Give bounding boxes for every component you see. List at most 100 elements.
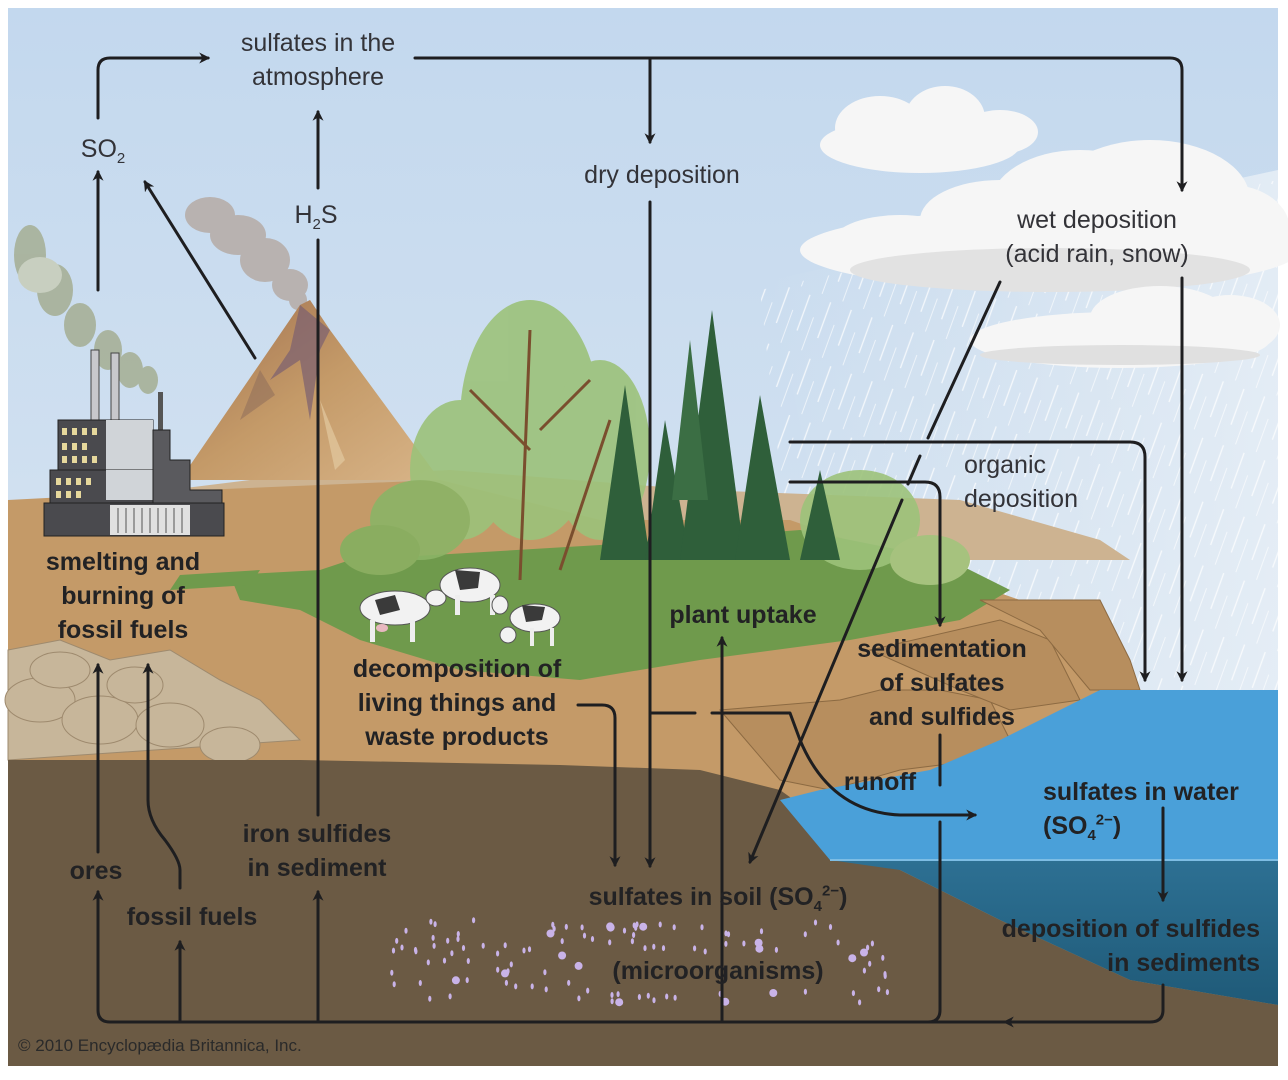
microorganism-speck [703, 948, 707, 955]
line-bottom-return [92, 889, 1012, 1024]
microorganism-speck [567, 979, 571, 986]
microorganism-speck [514, 983, 518, 990]
microorganism-speck [813, 919, 818, 926]
microorganism-speck [450, 950, 454, 957]
microorganism-speck [418, 980, 422, 986]
microorganism-speck [504, 979, 508, 986]
cows [359, 567, 561, 646]
microorganism-speck [496, 950, 500, 957]
label-h2s: H2S [294, 198, 337, 232]
soil-so4-superscript: 2− [821, 882, 840, 900]
microorganism-speck [580, 924, 584, 931]
microorganism-speck [754, 938, 763, 947]
microorganism-speck [456, 936, 460, 942]
microorganism-speck [413, 946, 418, 953]
label-iron-sulfides: iron sulfides in sediment [243, 817, 392, 885]
microorganism-speck [883, 973, 887, 979]
microorganism-speck [574, 961, 583, 970]
shrubs [340, 525, 970, 585]
microorganism-speck [429, 918, 433, 925]
microorganism-speck [700, 924, 704, 931]
microorganism-speck [774, 946, 779, 953]
rocks [4, 639, 302, 764]
label-dry-deposition: dry deposition [584, 161, 740, 189]
microorganism-speck [742, 940, 746, 947]
arrow-so2-to-atmosphere [96, 52, 211, 120]
microorganism-speck [755, 944, 764, 953]
so2-base: SO [80, 135, 117, 163]
label-wet-deposition-line2: (acid rain, snow) [1005, 240, 1189, 268]
label-decomposition-line3: waste products [365, 723, 549, 751]
microorganism-speck [461, 945, 466, 951]
cow-3 [499, 603, 561, 646]
microorganism-speck [622, 927, 627, 934]
arrow-decomposition-to-soil [576, 703, 621, 868]
microorganism-speck [522, 947, 526, 954]
label-sedimentation-line2: of sulfates [879, 669, 1005, 697]
cloud-lower [970, 286, 1280, 368]
label-sulfates-water-line1: sulfates in water [1043, 778, 1239, 806]
microorganism-speck [848, 954, 857, 963]
soil-so4-base: sulfates in soil (SO [588, 883, 814, 911]
cloud-top [820, 86, 1038, 173]
label-decomposition: decomposition of living things and waste… [353, 652, 561, 754]
cloud-large [800, 140, 1288, 292]
microorganism-speck [564, 923, 568, 930]
microorganism-speck [643, 945, 647, 952]
so4-base: (SO [1043, 812, 1088, 840]
label-iron-sulfides-line2: in sediment [247, 854, 387, 882]
microorganism-speck [451, 976, 460, 985]
label-organic-deposition: organic deposition [964, 448, 1078, 516]
microorganism-speck [870, 940, 875, 947]
label-so2: SO2 [81, 132, 125, 166]
microorganism-speck [582, 932, 587, 939]
h2s-s: S [320, 201, 338, 229]
h2s-subscript: 2 [312, 216, 321, 233]
deep-soil [8, 760, 1278, 1066]
soil-so4-end: ) [839, 883, 848, 911]
label-sulfates-water: sulfates in water (SO42−) [1043, 775, 1239, 843]
microorganism-speck [665, 993, 669, 1000]
microorganism-speck [639, 922, 648, 931]
microorganism-speck [456, 931, 460, 937]
label-smelting-line1: smelting and [45, 548, 201, 576]
label-sulfates-soil: sulfates in soil (SO42−) [589, 880, 848, 914]
copyright-notice: © 2010 Encyclopædia Britannica, Inc. [18, 1036, 302, 1055]
label-sulfates-atmosphere: sulfates in the atmosphere [241, 26, 395, 94]
so2-subscript: 2 [116, 150, 126, 167]
arrow-wet-deposition-to-soil [750, 280, 1002, 862]
microorganism-speck [724, 930, 728, 937]
label-sulfates-atmosphere-line1: sulfates in the [240, 29, 396, 57]
microorganism-speck [472, 917, 476, 924]
so4-superscript: 2− [1095, 811, 1113, 829]
microorganism-speck [610, 992, 614, 998]
grass [170, 530, 1010, 680]
microorganism-speck [433, 921, 437, 928]
microorganism-speck [577, 995, 581, 1002]
microorganism-speck [673, 994, 677, 1001]
arrow-organic-to-water [788, 440, 1151, 683]
so4-end: ) [1112, 812, 1122, 840]
microorganism-speck [652, 943, 656, 950]
microorganism-speck [446, 937, 450, 944]
tree-trunks [468, 329, 612, 581]
arrow-organic-to-sedimentation [788, 480, 946, 628]
cliffs [718, 599, 1141, 791]
label-decomposition-line1: decomposition of [352, 655, 562, 683]
label-smelting: smelting and burning of fossil fuels [46, 545, 200, 647]
microorganism-speck [646, 992, 650, 999]
label-organic-deposition-line2: deposition [964, 485, 1078, 513]
microorganism-speck [390, 969, 394, 976]
microorganism-speck [632, 932, 636, 938]
microorganism-speck [866, 944, 870, 951]
microorganism-speck [862, 967, 867, 974]
microorganism-speck [672, 924, 676, 931]
microorganism-speck [851, 990, 856, 997]
microorganism-speck [428, 995, 432, 1002]
label-runoff: runoff [843, 768, 917, 796]
microorganism-speck [634, 924, 638, 931]
label-deposition-sulfides: deposition of sulfides in sediments [1002, 912, 1260, 980]
microorganism-speck [630, 938, 635, 945]
microorganism-speck [860, 948, 868, 957]
